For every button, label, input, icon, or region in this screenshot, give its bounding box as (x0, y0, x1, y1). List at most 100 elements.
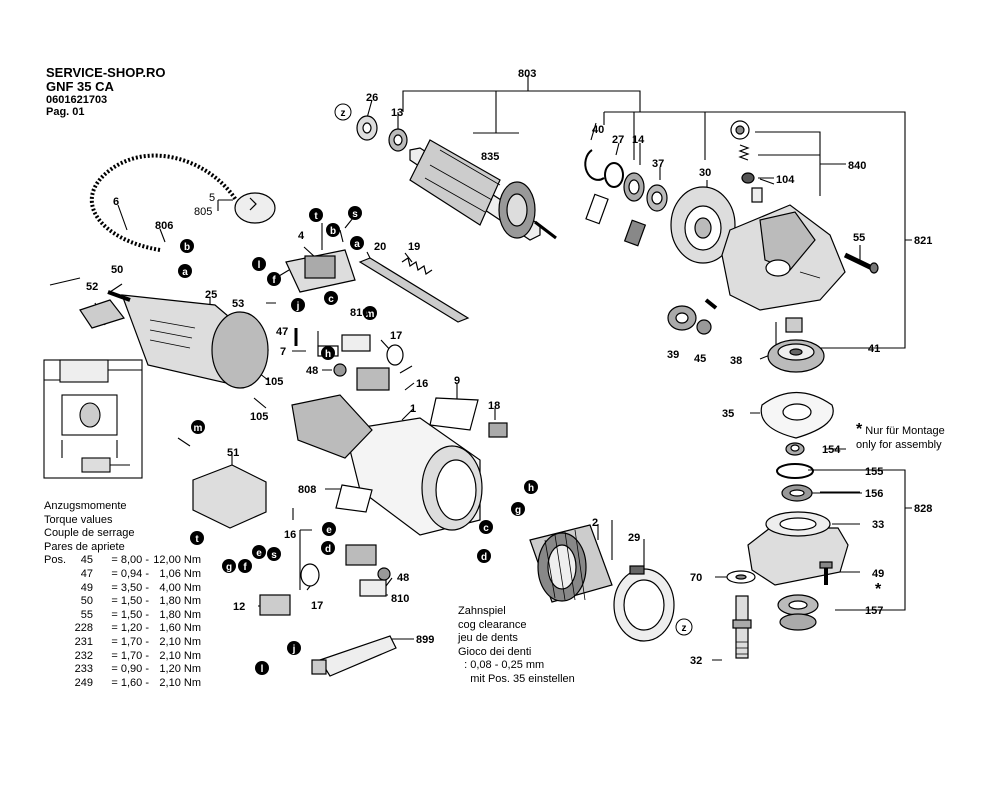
torque-title-es: Pares de apriete (44, 540, 125, 553)
callout-m2: m (191, 420, 205, 434)
torque-max: 2,10 Nm (159, 676, 201, 689)
part-821-gear-housing (721, 204, 846, 311)
part-50-screw (107, 290, 131, 302)
label-30: 30 (699, 167, 711, 179)
callout-g: g (222, 559, 236, 573)
label-33: 33 (872, 519, 884, 531)
label-810-lower: 810 (391, 593, 409, 605)
part-pin (585, 193, 609, 225)
label-12: 12 (233, 601, 245, 613)
label-806: 806 (155, 220, 173, 232)
part-40-circlip (584, 149, 605, 181)
label-35: 35 (722, 408, 734, 420)
svg-text:b: b (330, 226, 336, 237)
part-51-module (192, 464, 267, 529)
callout-b: b (180, 239, 194, 253)
torque-min: = 1,20 - (111, 622, 149, 635)
callout-b2: b (326, 223, 340, 237)
torque-pos: 233 (74, 663, 93, 676)
svg-text:z: z (341, 108, 346, 119)
torque-row: 47= 0,94 -1,06 Nm (44, 568, 201, 582)
svg-text:s: s (352, 209, 358, 220)
part-9-label (429, 397, 479, 431)
label-51: 51 (227, 447, 239, 459)
svg-text:l: l (261, 664, 264, 675)
label-155: 155 (865, 466, 883, 478)
label-50: 50 (111, 264, 123, 276)
torque-pos: 249 (74, 676, 93, 689)
part-14-bearing (623, 172, 645, 202)
label-105-a: 105 (265, 376, 283, 388)
label-835: 835 (481, 151, 499, 163)
label-9: 9 (454, 375, 460, 387)
part-labels: 803 26 13 835 40 27 14 37 30 840 104 821… (86, 68, 932, 667)
label-19: 19 (408, 241, 420, 253)
label-27: 27 (612, 134, 624, 146)
label-157: 157 (865, 605, 883, 617)
torque-min: = 8,00 - (111, 554, 149, 567)
torque-pos: 50 (80, 595, 93, 608)
callout-e2: e (322, 522, 336, 536)
part-104-ring (741, 172, 755, 184)
torque-title-fr: Couple de serrage (44, 527, 135, 540)
callout-g2: g (511, 502, 525, 516)
svg-text:f: f (243, 562, 247, 573)
part-37-bearing (646, 184, 668, 212)
svg-text:f: f (272, 275, 276, 286)
callout-f: f (267, 272, 281, 286)
label-1: 1 (410, 403, 416, 415)
part-19-spring (401, 257, 433, 275)
torque-prefix: Pos. (44, 554, 67, 567)
part-12-capacitor (259, 594, 291, 616)
part-spring (738, 144, 750, 161)
svg-text:g: g (226, 562, 232, 573)
svg-text:m: m (194, 423, 203, 434)
label-14: 14 (632, 134, 645, 146)
torque-min: = 1,50 - (111, 608, 149, 621)
svg-text:t: t (195, 534, 199, 545)
torque-row: 228= 1,20 -1,60 Nm (44, 622, 201, 636)
torque-max: 2,10 Nm (159, 635, 201, 648)
part-52-clamp (79, 299, 126, 329)
label-4: 4 (298, 230, 305, 242)
label-39: 39 (667, 349, 679, 361)
label-41: 41 (868, 343, 880, 355)
part-26-nut (356, 115, 378, 141)
callout-z: z (334, 103, 352, 121)
torque-row: 49= 3,50 -4,00 Nm (44, 582, 201, 596)
letter-callouts: a b a b t s l f j c m h m t g f e s e d … (178, 103, 693, 675)
part-48-screw-lower (377, 567, 391, 581)
torque-row: Pos.45= 8,00 -12,00 Nm (44, 554, 201, 568)
note-line: mit Pos. 35 einstellen (458, 672, 575, 685)
label-47: 47 (276, 326, 288, 338)
svg-text:l: l (258, 260, 261, 271)
part-35-gasket (760, 392, 834, 439)
callout-l: l (252, 257, 266, 271)
torque-row: 233= 0,90 -1,20 Nm (44, 663, 201, 677)
label-805: 805 (194, 206, 212, 218)
callout-d2: d (477, 549, 491, 563)
part-17-clip (386, 344, 404, 366)
part-1-motor-housing (291, 394, 483, 536)
callout-f2: f (238, 559, 252, 573)
svg-text:a: a (354, 239, 360, 250)
torque-pos: 228 (74, 622, 93, 635)
part-16-holder (356, 367, 390, 391)
torque-min: = 1,70 - (111, 635, 149, 648)
note-line: jeu de dents (458, 632, 518, 644)
torque-row: 232= 1,70 -2,10 Nm (44, 650, 201, 664)
callout-t: t (309, 208, 323, 222)
torque-min: = 3,50 - (111, 581, 149, 594)
torque-max: 1,80 Nm (159, 608, 201, 621)
part-810-brush-lower (359, 579, 387, 597)
asterisk-icon: * (856, 421, 863, 438)
label-55: 55 (853, 232, 865, 244)
torque-min: = 1,50 - (111, 595, 149, 608)
part-155-circlip (776, 463, 814, 479)
torque-max: 1,80 Nm (159, 595, 201, 608)
part-48-screw (333, 363, 347, 377)
torque-pos: 45 (80, 554, 93, 567)
callout-a: a (178, 264, 192, 278)
assembly-note: * Nur für Montage only for assembly (856, 421, 945, 452)
